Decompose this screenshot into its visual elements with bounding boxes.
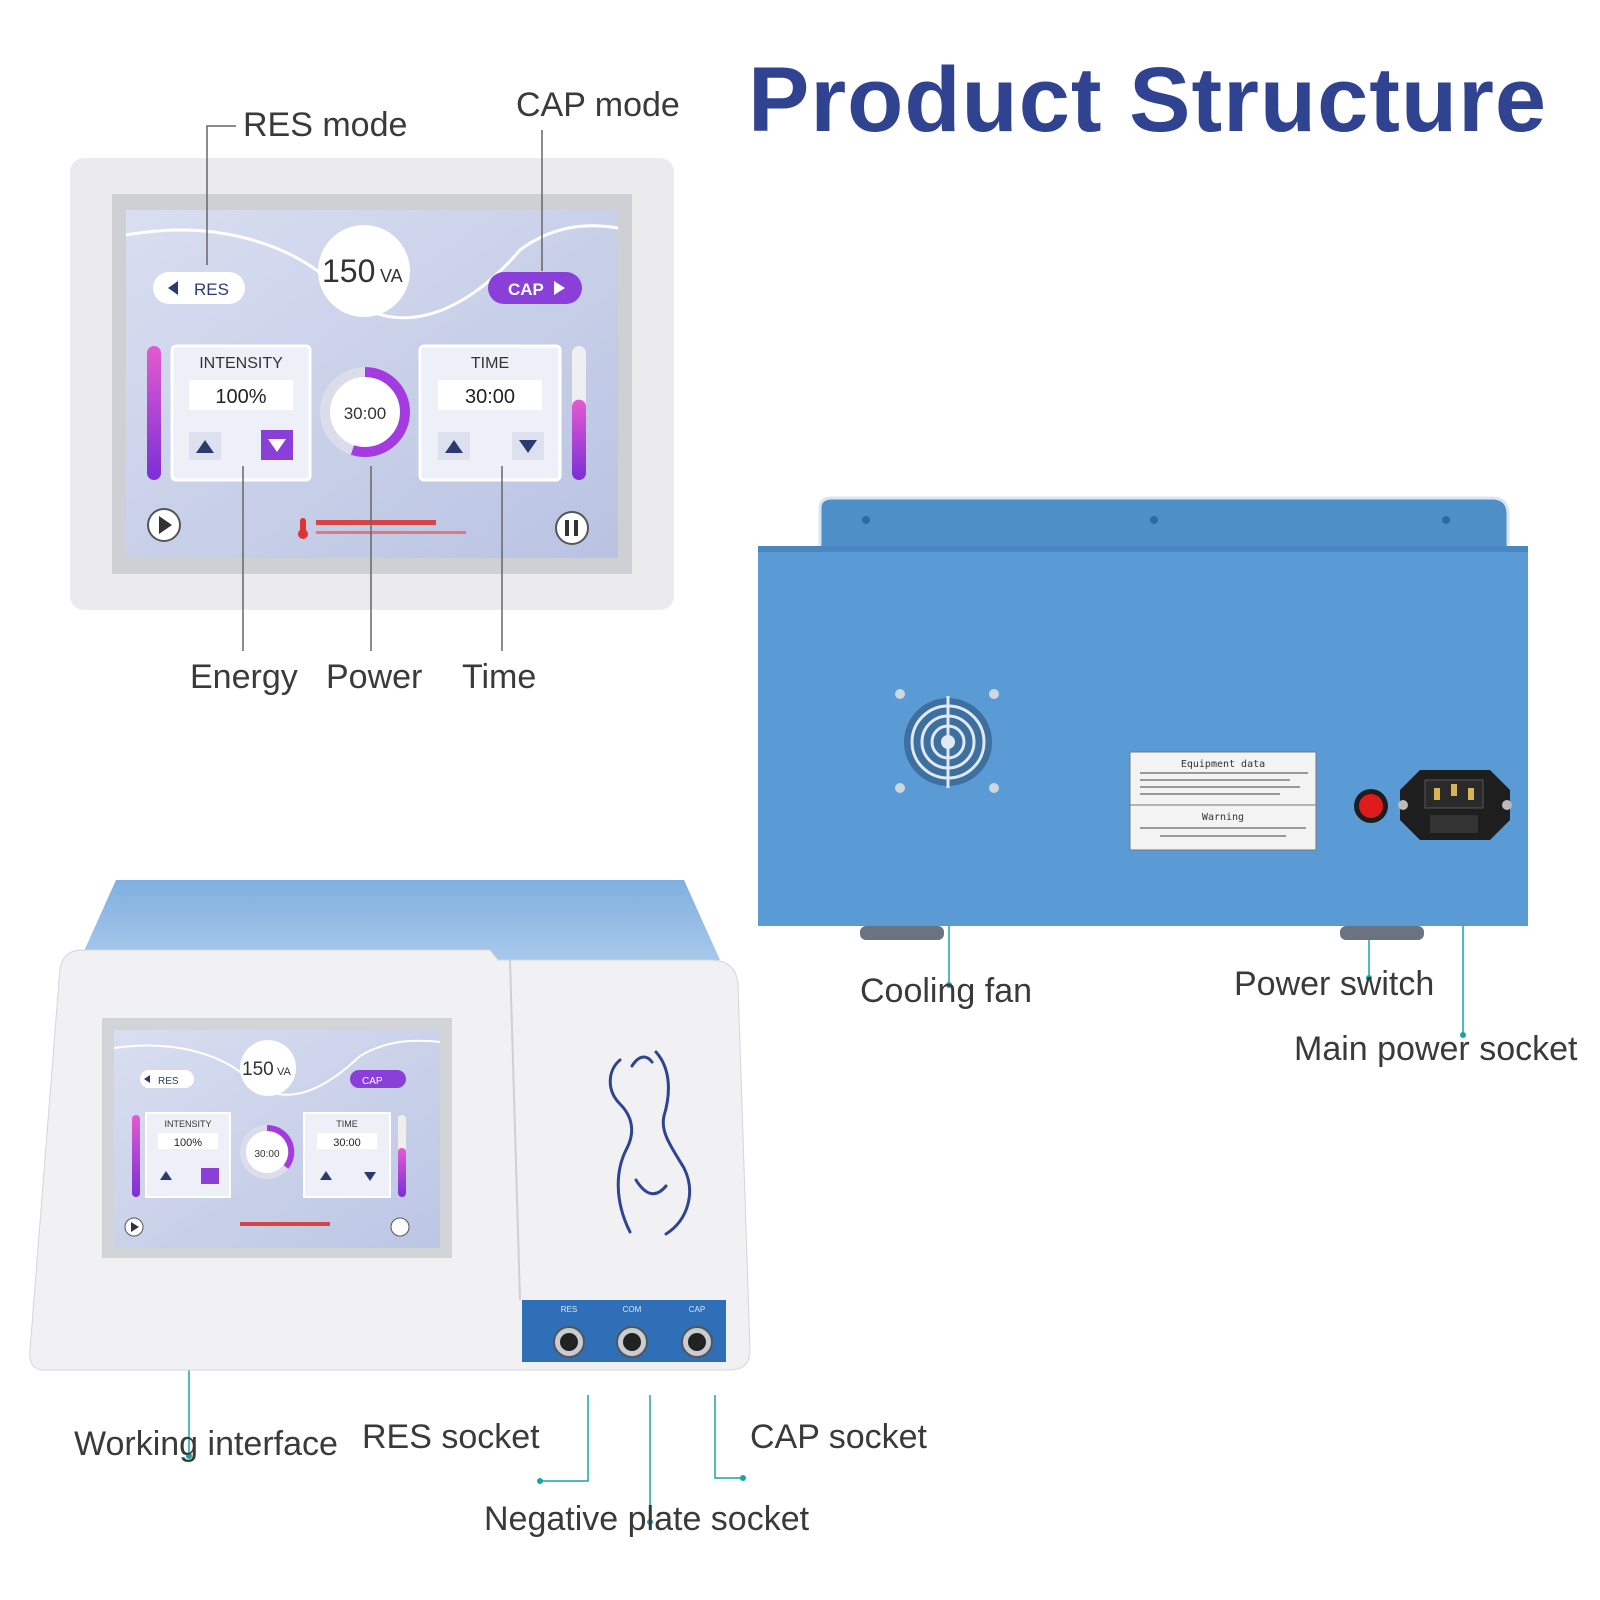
label-cap-socket: CAP socket [750, 1418, 928, 1456]
intensity-up-button[interactable] [189, 432, 221, 460]
mini-intensity-value: 100% [174, 1137, 202, 1149]
label-working-interface: Working interface [74, 1425, 338, 1463]
time-up-button[interactable] [438, 432, 470, 460]
body-silhouette-logo [608, 1050, 692, 1236]
intensity-card: INTENSITY 100% [170, 344, 312, 482]
panel-cap-label: CAP [689, 1305, 705, 1314]
cooling-fan-icon [895, 689, 999, 793]
res-button-label: RES [194, 280, 229, 299]
res-socket[interactable] [553, 1326, 585, 1358]
device-back: Equipment data Warning [758, 496, 1528, 940]
label-time: Time [462, 658, 537, 696]
play-button[interactable] [147, 508, 181, 542]
mini-power-value: 150 [242, 1059, 274, 1080]
thermometer-icon [298, 518, 308, 539]
label-power-switch: Power switch [1234, 965, 1435, 1003]
time-card: TIME 30:00 [418, 344, 562, 482]
intensity-down-button[interactable] [261, 430, 293, 460]
time-down-button[interactable] [512, 432, 544, 460]
nameplate-warning: Warning [1202, 812, 1244, 823]
screen-closeup: RES CAP 150 VA INTENSITY 100% 30:00 TIME [70, 158, 674, 610]
time-value: 30:00 [465, 386, 515, 408]
power-unit: VA [380, 266, 403, 286]
mini-power-unit: VA [277, 1066, 292, 1078]
mini-time-label: TIME [336, 1119, 358, 1129]
mini-time-value: 30:00 [333, 1137, 361, 1149]
page-title: Product Structure [748, 49, 1548, 151]
power-bubble [318, 225, 410, 317]
nameplate-heading: Equipment data [1181, 759, 1265, 770]
mini-intensity-label: INTENSITY [164, 1119, 211, 1129]
warning-text-graphic [316, 520, 436, 525]
power-switch[interactable] [1354, 789, 1388, 823]
label-res-socket: RES socket [362, 1418, 540, 1456]
mini-cap-label: CAP [362, 1076, 383, 1087]
panel-com-label: COM [623, 1305, 642, 1314]
mini-ring-value: 30:00 [254, 1149, 279, 1160]
label-cooling-fan: Cooling fan [860, 972, 1033, 1010]
res-button[interactable]: RES [153, 272, 245, 304]
label-res-mode: RES mode [243, 106, 408, 144]
intensity-value: 100% [215, 386, 266, 408]
label-main-power-socket: Main power socket [1294, 1030, 1578, 1068]
device-front: RES CAP 150 VA INTENSITY 100% 30:00 TIME… [29, 880, 751, 1371]
pause-button[interactable] [555, 511, 589, 545]
mini-res-label: RES [158, 1076, 179, 1087]
device-body [758, 546, 1528, 926]
intensity-level-bar[interactable] [147, 346, 161, 480]
label-negative-plate-socket: Negative plate socket [484, 1500, 810, 1538]
label-cap-mode: CAP mode [516, 86, 680, 124]
label-power: Power [326, 658, 423, 696]
cap-button-label: CAP [508, 280, 544, 299]
main-power-socket[interactable] [1398, 770, 1512, 840]
time-level-bar[interactable] [572, 399, 586, 480]
intensity-label: INTENSITY [199, 355, 283, 372]
label-energy: Energy [190, 658, 298, 696]
panel-res-label: RES [561, 1305, 577, 1314]
time-label: TIME [471, 355, 509, 372]
power-value: 150 [322, 253, 375, 289]
nameplate: Equipment data Warning [1129, 751, 1317, 851]
ring-value: 30:00 [344, 404, 387, 423]
cap-button[interactable]: CAP [488, 272, 582, 304]
negative-plate-socket[interactable] [616, 1326, 648, 1358]
cap-socket[interactable] [681, 1326, 713, 1358]
power-ring: 30:00 [320, 367, 410, 457]
